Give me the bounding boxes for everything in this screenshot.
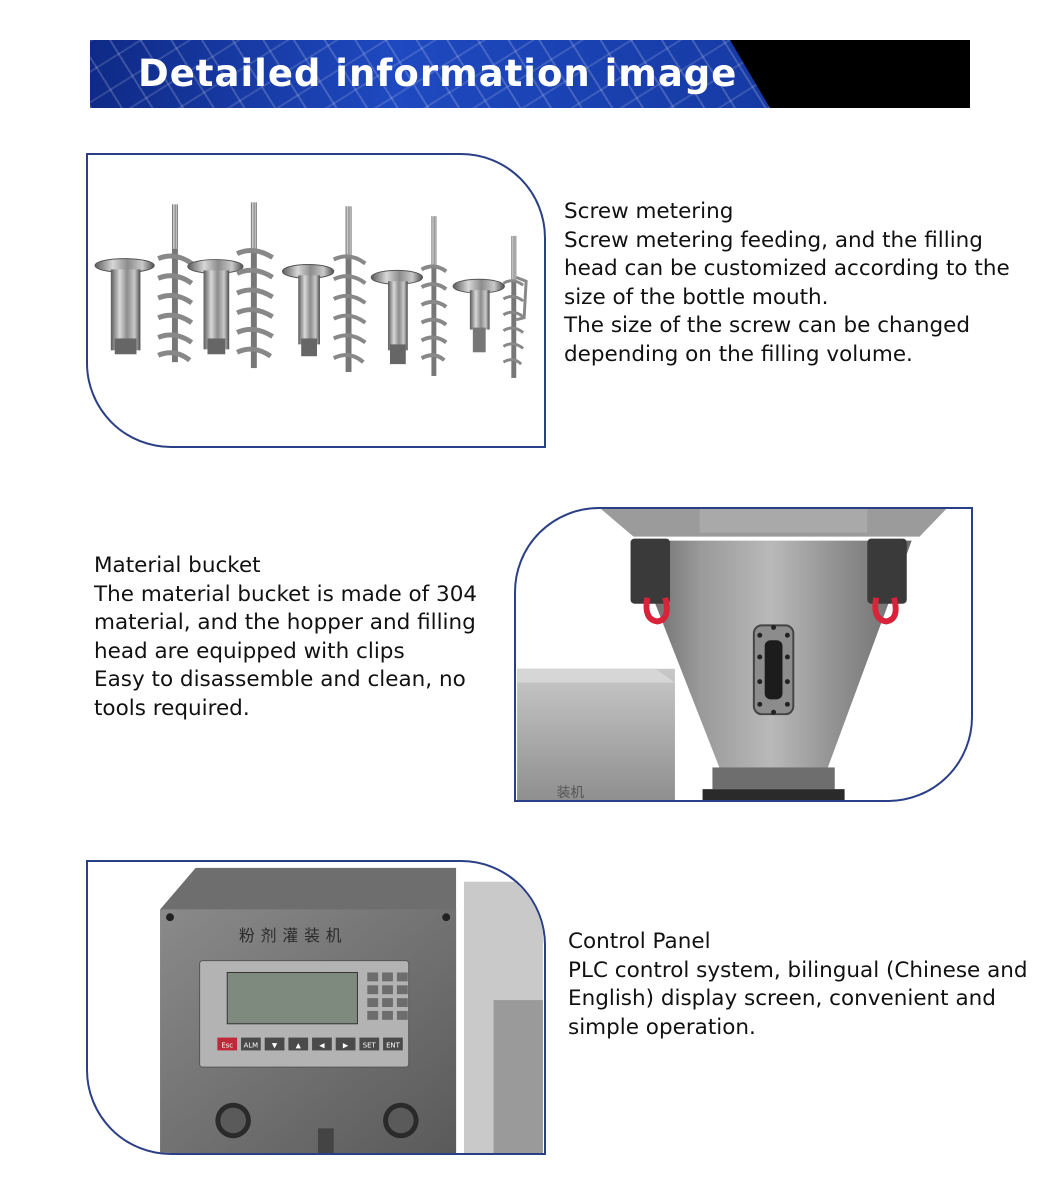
key-down: ▼: [272, 1041, 278, 1049]
filling-head-1: [94, 258, 155, 355]
key-up: ▲: [296, 1041, 302, 1049]
filling-head-2: [187, 259, 244, 355]
control-box: 装机: [517, 668, 675, 800]
screw-metering-text: Screw metering Screw metering feeding, a…: [564, 198, 1024, 369]
auger-screw-1: [157, 204, 194, 363]
hopper-sight-window: [752, 624, 795, 716]
numeric-keypad: [367, 972, 408, 1020]
bucket-plate-text: 装机: [557, 785, 585, 800]
material-bucket-heading: Material bucket: [94, 553, 261, 578]
key-ent: ENT: [386, 1041, 401, 1049]
function-keys: Esc ALM ▼ ▲ ◀ ▶ SET ENT: [217, 1037, 403, 1051]
key-set: SET: [363, 1041, 377, 1049]
key-alm: ALM: [244, 1041, 259, 1049]
material-bucket-body-2: Easy to disassemble and clean, no tools …: [94, 667, 466, 721]
hopper-clip-left: [630, 538, 671, 625]
auger-screw-2: [236, 202, 274, 369]
knob-right: [383, 1102, 419, 1139]
material-bucket-body: The material bucket is made of 304 mater…: [94, 581, 478, 664]
control-panel-image: 粉剂灌装机 Esc ALM ▼ ▲ ◀: [86, 860, 546, 1155]
key-right: ▶: [343, 1041, 349, 1049]
hopper-bottom-clamp: [702, 767, 845, 800]
screw-metering-body-2: The size of the screw can be changed dep…: [564, 313, 970, 367]
filling-head-5: [452, 278, 505, 353]
material-bucket-text: Material bucket The material bucket is m…: [94, 552, 494, 723]
auger-screw-4: [420, 216, 448, 376]
hopper-lid: [600, 509, 947, 537]
auger-screw-3: [332, 206, 367, 373]
auger-screw-5: [502, 235, 528, 378]
screw-metering-body: Screw metering feeding, and the filling …: [564, 227, 1010, 310]
control-panel-heading: Control Panel: [568, 929, 711, 954]
hopper-clip-right: [867, 538, 907, 625]
key-left: ◀: [319, 1041, 325, 1049]
screw-metering-heading: Screw metering: [564, 199, 734, 224]
material-bucket-image: 装机: [514, 507, 973, 802]
filling-head-3: [281, 264, 335, 357]
banner-blue-pattern: [90, 40, 770, 108]
control-panel-text: Control Panel PLC control system, biling…: [568, 928, 1028, 1042]
key-esc: Esc: [221, 1041, 233, 1049]
section-banner: Detailed information image: [90, 40, 970, 108]
screw-parts-image: [86, 153, 546, 448]
knob-left: [215, 1102, 251, 1139]
banner-title: Detailed information image: [138, 52, 738, 95]
control-panel-body: PLC control system, bilingual (Chinese a…: [568, 957, 1028, 1040]
lcd-display: [226, 971, 358, 1025]
filling-head-4: [370, 269, 424, 365]
plc-faceplate: Esc ALM ▼ ▲ ◀ ▶ SET ENT: [199, 960, 410, 1068]
panel-plate-text: 粉剂灌装机: [239, 926, 347, 945]
